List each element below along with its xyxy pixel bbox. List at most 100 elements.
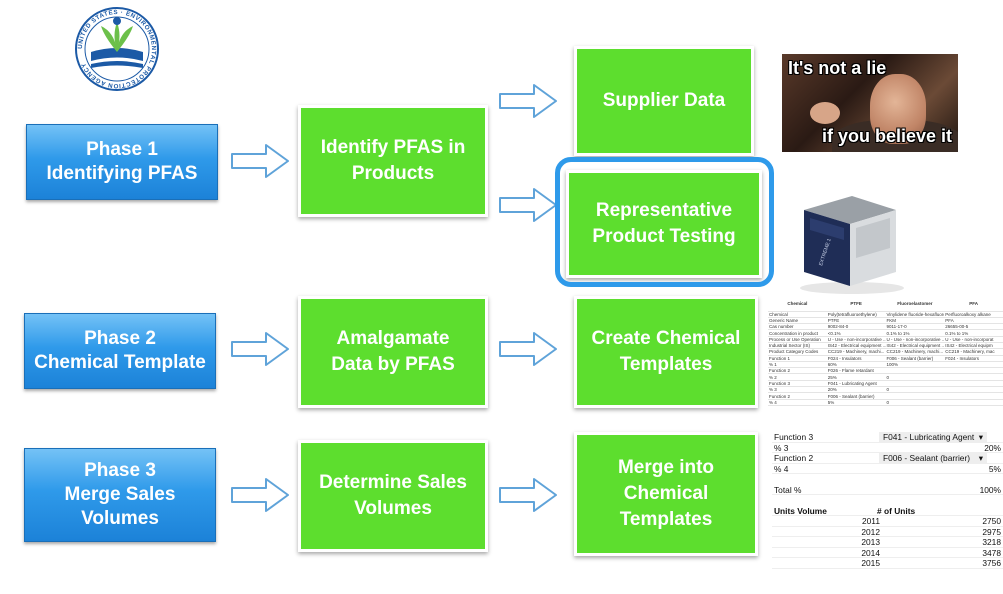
step-amalgamate: Amalgamate Data by PFAS xyxy=(298,296,488,408)
table-row: Function 3 F041 - Lubricating Agent ▾ xyxy=(772,432,1003,443)
table-cell: 5% xyxy=(826,399,886,406)
pct4-value: 5% xyxy=(988,463,1001,474)
column-header: PTFE xyxy=(826,297,886,312)
table-cell: Function 3 xyxy=(768,380,827,388)
right-arrow-icon xyxy=(231,144,289,178)
table-cell: 0.1% to 1% xyxy=(885,329,945,337)
step-create-templates: Create Chemical Templates xyxy=(574,296,758,408)
units-volume-header: Units Volume xyxy=(774,505,827,516)
units-cell: 3218 xyxy=(982,537,1001,547)
phase-1-subtitle: Identifying PFAS xyxy=(46,163,198,184)
table-cell: % 3 xyxy=(768,386,827,394)
table-cell xyxy=(885,392,945,400)
phase-1-box: Phase 1 Identifying PFAS xyxy=(26,124,218,200)
year-cell: 2012 xyxy=(861,526,880,537)
table-cell: 20% xyxy=(826,386,886,394)
step-product-testing-line2: Product Testing xyxy=(592,226,736,247)
table-cell: 0 xyxy=(885,373,945,381)
table-cell: Chemical xyxy=(768,311,827,318)
table-cell: IS42 - Electrical equipm xyxy=(944,342,1003,350)
table-cell: CC219 - Machinery, machi... xyxy=(885,348,945,356)
table-cell: IS42 - Electrical equipment ... xyxy=(826,342,886,350)
pct4-label: % 4 xyxy=(774,463,789,474)
table-cell: 9011-17-0 xyxy=(885,323,945,331)
table-cell: % 1 xyxy=(768,361,827,369)
step-sales-volumes-line1: Determine Sales xyxy=(319,472,467,493)
table-cell: Cas number xyxy=(768,323,827,331)
total-value: 100% xyxy=(979,484,1001,495)
year-cell: 2014 xyxy=(861,547,880,558)
table-cell xyxy=(944,386,1003,394)
step-identify-pfas-line2: Products xyxy=(351,163,435,184)
function2-dropdown[interactable]: F006 - Sealant (barrier) ▾ xyxy=(879,453,987,463)
table-cell xyxy=(944,367,1003,375)
phase-2-subtitle: Chemical Template xyxy=(34,352,206,373)
table-cell: Product Category Codes xyxy=(768,348,827,356)
unit-count-header: # of Units xyxy=(877,505,916,516)
table-cell: Vinylidene fluoride-hexafluoropropene po… xyxy=(885,311,945,318)
table-row: % 3 20% xyxy=(772,443,1003,453)
year-cell: 2013 xyxy=(861,537,880,547)
table-cell: F026 - Flame retardant xyxy=(826,367,886,375)
column-header: Fluoroelastomer xyxy=(885,297,945,312)
phase-3-title: Phase 3 xyxy=(84,460,156,481)
analyzer-instrument-image: EXTREME 1 xyxy=(800,196,904,294)
table-row: Product Category Codes CC219 - Machinery,… xyxy=(768,348,1003,356)
table-cell: Poly(tetrafluoroethylene) xyxy=(826,311,886,318)
step-amalgamate-line1: Amalgamate xyxy=(336,328,450,349)
table-cell: U - Use - non-incorporative ... xyxy=(826,336,886,344)
column-header: Chemical xyxy=(768,297,827,312)
table-cell: CC219 - Machinery, mac xyxy=(944,348,1003,356)
right-arrow-icon xyxy=(231,332,289,366)
step-identify-pfas-line1: Identify PFAS in xyxy=(320,137,466,158)
phase-2-box: Phase 2 Chemical Template xyxy=(24,313,216,389)
table-cell xyxy=(944,373,1003,381)
table-row: Total % 100% xyxy=(772,484,1003,495)
table-cell xyxy=(944,361,1003,369)
function3-label: Function 3 xyxy=(774,432,814,442)
sales-volume-sheet: Function 3 F041 - Lubricating Agent ▾ % … xyxy=(772,432,1003,594)
table-cell: U - Use - non-incorporative ... xyxy=(885,336,945,344)
table-header-row: Chemical PTFE Fluoroelastomer PFA xyxy=(768,297,1003,312)
step-merge-templates-line3: Templates xyxy=(619,509,713,530)
step-identify-pfas: Identify PFAS in Products xyxy=(298,105,488,217)
table-cell: Industrial Sector (IS) xyxy=(768,342,827,350)
step-merge-templates: Merge into Chemical Templates xyxy=(574,432,758,556)
table-cell: 0 xyxy=(885,399,945,406)
table-cell: F024 - Insulators xyxy=(944,355,1003,362)
table-cell: 26655-00-5 xyxy=(944,323,1003,331)
function3-dropdown[interactable]: F041 - Lubricating Agent ▾ xyxy=(879,432,987,442)
phase-2-title: Phase 2 xyxy=(84,328,156,349)
function2-value: F006 - Sealant (barrier) xyxy=(883,453,971,463)
table-cell: Generic Name xyxy=(768,317,827,325)
table-cell xyxy=(885,367,945,375)
table-cell: % 2 xyxy=(768,373,827,381)
meme-image: It's not a lie if you believe it xyxy=(782,54,958,152)
units-cell: 2750 xyxy=(982,516,1001,526)
total-label: Total % xyxy=(774,484,802,495)
table-cell xyxy=(944,380,1003,388)
table-cell xyxy=(885,380,945,388)
table-cell: % 4 xyxy=(768,399,827,406)
table-row: Concentration in product<0.1%0.1% to 1%0… xyxy=(768,329,1003,337)
table-cell: IS42 - Electrical equipment ... xyxy=(885,342,945,350)
dropdown-arrow-icon: ▾ xyxy=(978,432,983,442)
table-cell: Concentration in product xyxy=(768,329,827,337)
table-cell: <0.1% xyxy=(826,329,886,337)
right-arrow-icon xyxy=(231,478,289,512)
table-cell: 9002-84-0 xyxy=(826,323,886,331)
table-row: % 4 5% xyxy=(772,463,1003,474)
table-row: Function 2 F006 - Sealant (barrier) ▾ xyxy=(772,453,1003,464)
